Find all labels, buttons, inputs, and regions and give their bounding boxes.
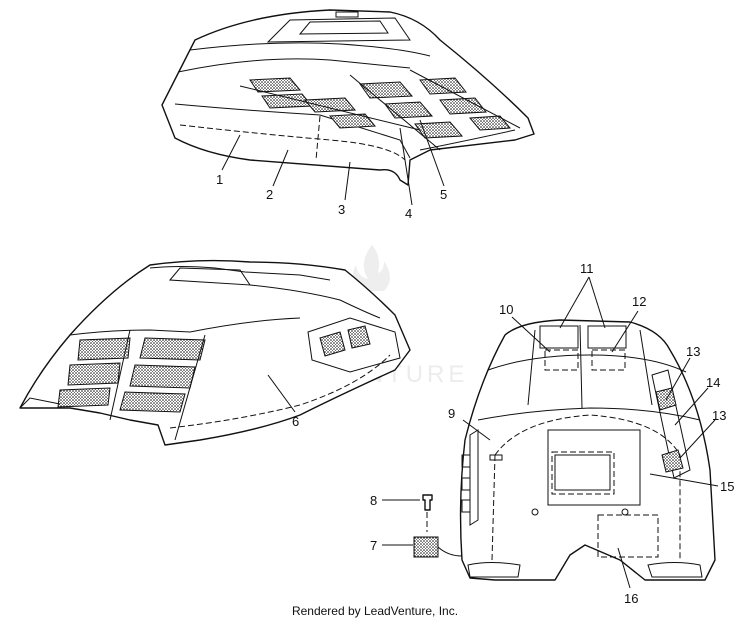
- callouts-underside: 8 7 9 10 11 12 13 14 13 15 16: [370, 261, 734, 606]
- callout-12: 12: [632, 294, 646, 309]
- vent-grille: [129, 364, 196, 389]
- vent-grille: [57, 387, 111, 408]
- bolt-icon: [422, 494, 433, 511]
- callouts-top: 1 2 3 4 5: [216, 119, 447, 221]
- vent-grille: [328, 113, 377, 129]
- callouts-left: 6: [267, 374, 299, 429]
- callout-7: 7: [370, 538, 377, 553]
- callout-16: 16: [624, 591, 638, 606]
- vent-grille: [67, 362, 121, 386]
- vent-grille: [77, 337, 131, 361]
- hood-top-outline: [161, 9, 535, 186]
- grommet-icon: [413, 536, 439, 558]
- callout-5: 5: [440, 187, 447, 202]
- callout-9: 9: [448, 406, 455, 421]
- callout-13-lower: 13: [712, 408, 726, 423]
- callout-15: 15: [720, 479, 734, 494]
- callout-4: 4: [405, 206, 412, 221]
- hood-rear-view: [19, 259, 411, 446]
- hood-top-raised-panel: [266, 17, 411, 43]
- callout-3: 3: [338, 202, 345, 217]
- callout-8: 8: [370, 493, 377, 508]
- vent-grille: [249, 77, 302, 93]
- vent-grille: [119, 391, 186, 413]
- callout-10: 10: [499, 302, 513, 317]
- flame-logo-icon: [352, 245, 390, 291]
- vent-grille: [419, 77, 467, 95]
- callout-14: 14: [706, 375, 720, 390]
- hood-top-view: [161, 9, 535, 186]
- vent-grille: [303, 97, 357, 113]
- vent-grille: [414, 121, 464, 139]
- vent-grille: [468, 115, 512, 131]
- callout-6: 6: [292, 414, 299, 429]
- vent-grille: [139, 337, 206, 361]
- callout-11: 11: [580, 261, 594, 276]
- hood-underside-outline: [459, 319, 716, 581]
- fastener-parts: [413, 494, 463, 558]
- callout-1: 1: [216, 172, 223, 187]
- footer-credit: Rendered by LeadVenture, Inc.: [291, 604, 459, 618]
- hood-rear-outline: [19, 259, 411, 446]
- hood-underside-view: [459, 319, 716, 581]
- callout-2: 2: [266, 187, 273, 202]
- callout-13-upper: 13: [686, 344, 700, 359]
